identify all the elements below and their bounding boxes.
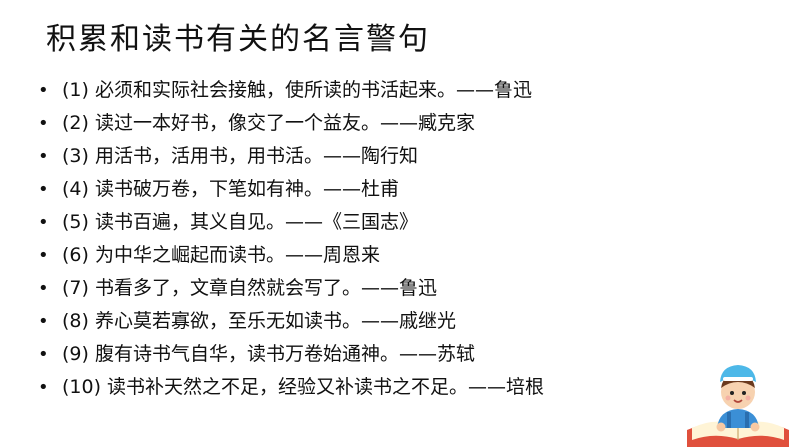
quote-text: (10) 读书补天然之不足，经验又补读书之不足。——培根 <box>62 376 545 398</box>
quote-text: (3) 用活书，活用书，用书活。——陶行知 <box>62 145 418 167</box>
bullet-icon: • <box>38 113 49 134</box>
bullet-icon: • <box>38 377 49 398</box>
page-title: 积累和读书有关的名言警句 <box>46 22 430 57</box>
child-overall-strap-left <box>727 412 731 428</box>
quote-text: (2) 读过一本好书，像交了一个益友。——臧克家 <box>62 112 475 134</box>
child-cheek-left <box>725 395 731 401</box>
list-item: • (1) 必须和实际社会接触，使所读的书活起来。——鲁迅 <box>38 74 544 107</box>
bullet-icon: • <box>38 179 49 200</box>
quote-list: • (1) 必须和实际社会接触，使所读的书活起来。——鲁迅 • (2) 读过一本… <box>38 74 544 404</box>
bullet-icon: • <box>38 311 49 332</box>
child-eye-right <box>742 391 746 395</box>
quote-text: (1) 必须和实际社会接触，使所读的书活起来。——鲁迅 <box>62 79 532 101</box>
bullet-icon: • <box>38 146 49 167</box>
child-hand-right <box>750 422 760 432</box>
child-cheek-right <box>745 395 751 401</box>
list-item: • (7) 书看多了，文章自然就会写了。——鲁迅 <box>38 272 544 305</box>
reading-child-illustration <box>687 365 789 447</box>
quote-text: (7) 书看多了，文章自然就会写了。——鲁迅 <box>62 277 437 299</box>
bullet-icon: • <box>38 212 49 233</box>
child-hand-left <box>716 422 726 432</box>
bullet-icon: • <box>38 80 49 101</box>
bullet-icon: • <box>38 245 49 266</box>
quote-text: (5) 读书百遍，其义自见。——《三国志》 <box>62 211 418 233</box>
child-cap-band <box>723 377 753 381</box>
quote-text: (4) 读书破万卷，下笔如有神。——杜甫 <box>62 178 399 200</box>
list-item: • (4) 读书破万卷，下笔如有神。——杜甫 <box>38 173 544 206</box>
list-item: • (6) 为中华之崛起而读书。——周恩来 <box>38 239 544 272</box>
list-item: • (9) 腹有诗书气自华，读书万卷始通神。——苏轼 <box>38 338 544 371</box>
bullet-icon: • <box>38 344 49 365</box>
child-eye-left <box>730 391 734 395</box>
child-overall-strap-right <box>745 412 749 428</box>
list-item: • (8) 养心莫若寡欲，至乐无如读书。——戚继光 <box>38 305 544 338</box>
list-item: • (3) 用活书，活用书，用书活。——陶行知 <box>38 140 544 173</box>
quote-text: (6) 为中华之崛起而读书。——周恩来 <box>62 244 380 266</box>
bullet-icon: • <box>38 278 49 299</box>
quote-text: (8) 养心莫若寡欲，至乐无如读书。——戚继光 <box>62 310 456 332</box>
child-face <box>721 375 755 409</box>
list-item: • (5) 读书百遍，其义自见。——《三国志》 <box>38 206 544 239</box>
quote-text: (9) 腹有诗书气自华，读书万卷始通神。——苏轼 <box>62 343 475 365</box>
list-item: • (10) 读书补天然之不足，经验又补读书之不足。——培根 <box>38 371 544 404</box>
list-item: • (2) 读过一本好书，像交了一个益友。——臧克家 <box>38 107 544 140</box>
child-mouth <box>733 399 743 403</box>
